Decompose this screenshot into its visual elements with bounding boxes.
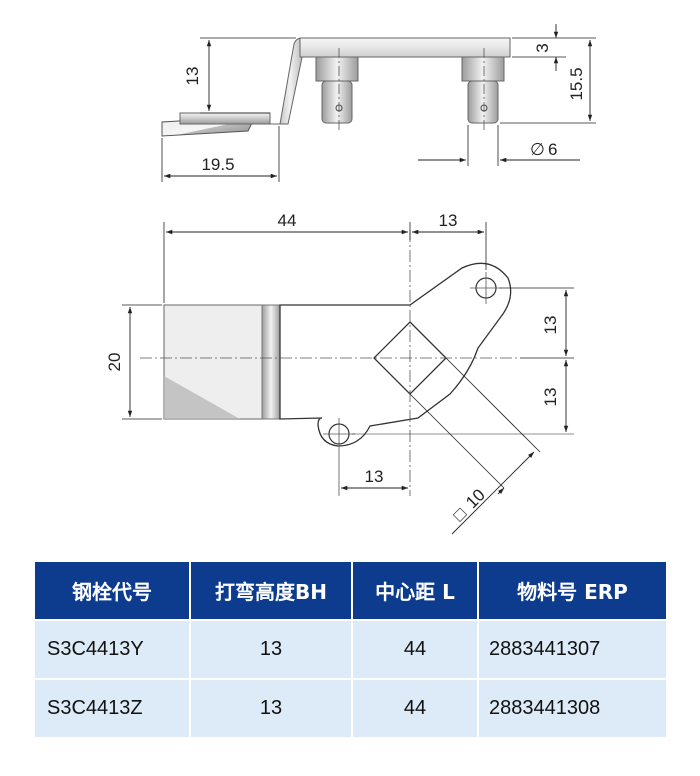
dim-pin-height: 15.5 (567, 67, 586, 100)
dim-upper-hole-offset-y: 13 (541, 316, 560, 335)
bolt-lower-arm (179, 112, 271, 125)
table-header-row: 钢栓代号 打弯高度BH 中心距 L 物料号 ERP (35, 562, 666, 620)
dim-upper-hole-offset-x: 13 (439, 211, 458, 230)
cell-center-distance: 44 (352, 678, 479, 737)
cell-bend-height: 13 (190, 619, 353, 679)
top-view: 44 13 20 13 13 13 □ 10 (105, 211, 574, 535)
side-view: 13 19.5 3 15.5 ∅ 6 (161, 24, 596, 182)
dim-pin-diameter-symbol: ∅ (530, 140, 545, 159)
header-bolt-code: 钢栓代号 (35, 562, 191, 620)
dim-lower-hole-offset-y: 13 (541, 388, 560, 407)
dim-plate-thickness: 3 (533, 43, 552, 52)
cell-bolt-code: S3C4413Y (35, 619, 191, 679)
dim-center-distance: 44 (278, 211, 297, 230)
header-erp-number: 物料号 ERP (478, 562, 666, 620)
cell-bend-height: 13 (190, 678, 353, 737)
cell-erp-number: 2883441307 (478, 619, 666, 679)
table-row: S3C4413Y 13 44 2883441307 (35, 619, 666, 679)
cell-erp-number: 2883441308 (478, 678, 666, 737)
dim-square-symbol: □ (449, 504, 470, 525)
dim-pin-diameter: 6 (548, 140, 557, 159)
dim-lower-hole-offset-x: 13 (365, 467, 384, 486)
pin-right (461, 56, 505, 124)
dim-bend-height: 13 (183, 67, 202, 86)
spec-table: 钢栓代号 打弯高度BH 中心距 L 物料号 ERP S3C4413Y 13 44… (35, 562, 666, 737)
dim-bar-width: 20 (105, 353, 124, 372)
header-center-distance: 中心距 L (352, 562, 479, 620)
table-row: S3C4413Z 13 44 2883441308 (35, 678, 666, 737)
bolt-upper-plate (299, 37, 511, 58)
dim-tongue-length: 19.5 (201, 155, 234, 174)
dim-square-size: 10 (462, 485, 489, 512)
cell-bolt-code: S3C4413Z (35, 678, 191, 737)
pin-left (315, 56, 359, 124)
technical-drawing: 13 19.5 3 15.5 ∅ 6 (105, 24, 596, 535)
header-bend-height: 打弯高度BH (190, 562, 353, 620)
cell-center-distance: 44 (352, 619, 479, 679)
